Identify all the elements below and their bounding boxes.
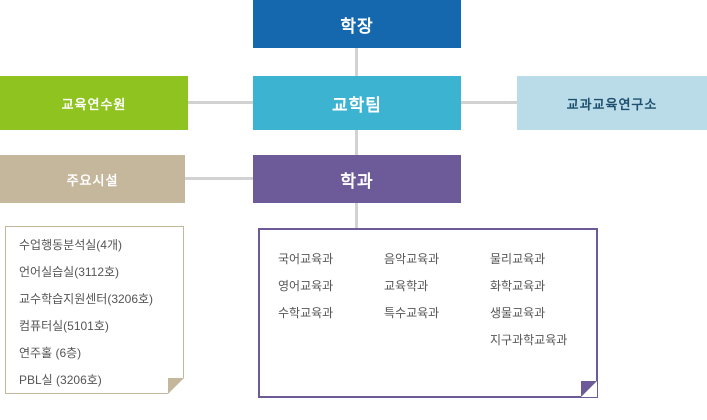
facilities-list-item: 컴퓨터실(5101호) bbox=[19, 319, 109, 333]
department-item: 지구과학교육과 bbox=[490, 333, 568, 347]
connector-facilities-row bbox=[185, 177, 253, 180]
departments-list: 국어교육과 영어교육과 수학교육과 음악교육과 교육학과 특수교육과 물리교육과… bbox=[258, 228, 598, 398]
folded-corner-icon bbox=[581, 381, 597, 397]
department-item: 물리교육과 bbox=[490, 252, 546, 266]
connector-team-departments bbox=[355, 130, 358, 155]
facilities-list-item: 수업행동분석실(4개) bbox=[19, 238, 122, 252]
department-item: 영어교육과 bbox=[278, 279, 334, 293]
node-training-center-label: 교육연수원 bbox=[61, 96, 127, 112]
department-item: 국어교육과 bbox=[278, 252, 334, 266]
departments-column-1: 국어교육과 영어교육과 수학교육과 bbox=[278, 246, 384, 396]
node-facilities: 주요시설 bbox=[0, 155, 185, 203]
facilities-list-item: 연주홀 (6층) bbox=[19, 346, 82, 360]
department-item: 특수교육과 bbox=[384, 306, 440, 320]
facilities-list: 수업행동분석실(4개) 언어실습실(3112호) 교수학습지원센터(3206호)… bbox=[5, 226, 184, 394]
node-dean-label: 학장 bbox=[340, 16, 374, 36]
departments-column-3: 물리교육과 화학교육과 생물교육과 지구과학교육과 bbox=[490, 246, 596, 396]
node-departments-label: 학과 bbox=[340, 171, 374, 191]
facilities-list-item: 교수학습지원센터(3206호) bbox=[19, 292, 154, 306]
node-research-institute-label: 교과교육연구소 bbox=[566, 96, 658, 112]
connector-dean-team bbox=[355, 48, 358, 76]
node-facilities-label: 주요시설 bbox=[66, 172, 119, 188]
node-departments: 학과 bbox=[253, 155, 461, 203]
department-item: 화학교육과 bbox=[490, 279, 546, 293]
department-item: 생물교육과 bbox=[490, 306, 546, 320]
departments-column-2: 음악교육과 교육학과 특수교육과 bbox=[384, 246, 490, 396]
node-research-institute: 교과교육연구소 bbox=[517, 76, 707, 130]
facilities-list-item: PBL실 (3206호) bbox=[19, 373, 102, 387]
connector-departments-list bbox=[355, 203, 358, 228]
folded-corner-icon bbox=[168, 378, 184, 394]
department-item: 수학교육과 bbox=[278, 306, 334, 320]
connector-team-research bbox=[461, 101, 517, 104]
department-item: 교육학과 bbox=[384, 279, 429, 293]
node-training-center: 교육연수원 bbox=[0, 76, 188, 130]
facilities-list-item: 언어실습실(3112호) bbox=[19, 265, 120, 279]
department-item: 음악교육과 bbox=[384, 252, 440, 266]
connector-training-team bbox=[188, 101, 253, 104]
node-academic-team: 교학팀 bbox=[253, 76, 461, 130]
node-academic-team-label: 교학팀 bbox=[332, 95, 382, 115]
node-dean: 학장 bbox=[253, 0, 461, 48]
